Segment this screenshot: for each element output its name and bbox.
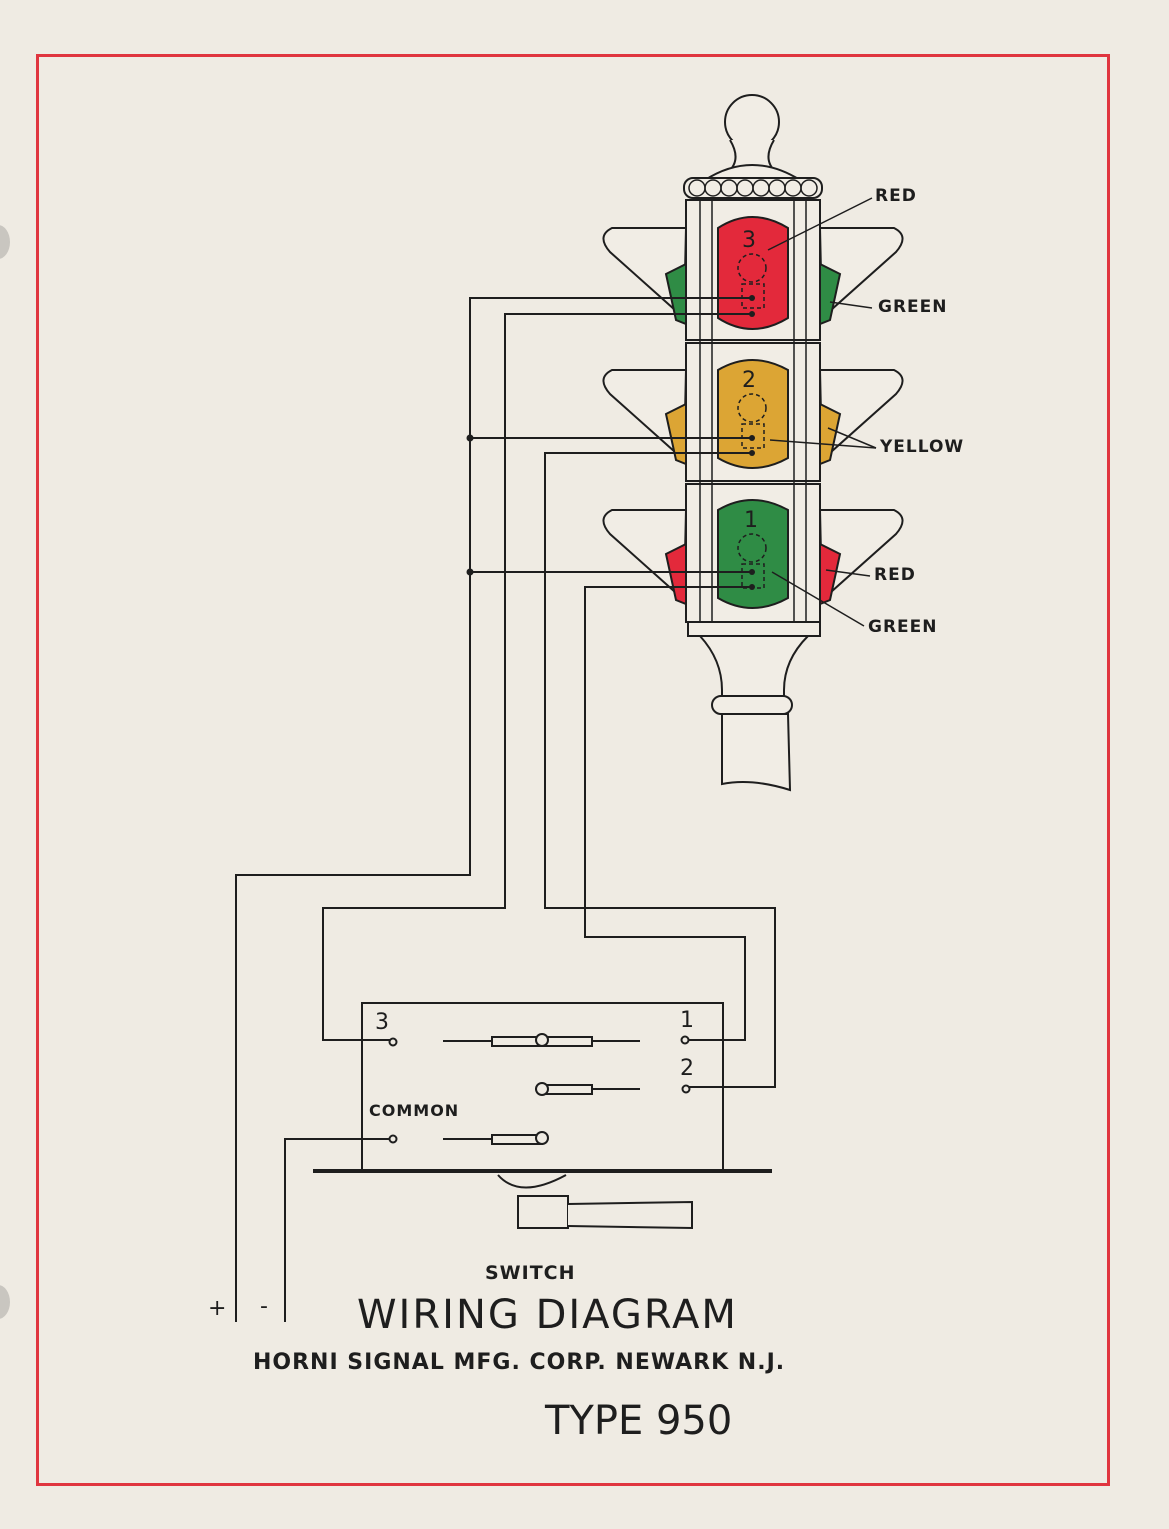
lens-2-number: 2 bbox=[742, 368, 756, 393]
terminal-3-label: 3 bbox=[375, 1010, 389, 1035]
manufacturer: HORNI SIGNAL MFG. CORP. NEWARK N.J. bbox=[253, 1350, 786, 1375]
lens-1-number: 1 bbox=[744, 508, 758, 533]
traffic-signal-head bbox=[602, 94, 904, 792]
binder-hole bbox=[0, 1285, 10, 1319]
page-border bbox=[36, 54, 1110, 1486]
terminal-common bbox=[388, 1134, 398, 1144]
callout-leaders bbox=[767, 197, 877, 627]
switch-box bbox=[313, 1002, 772, 1230]
power-minus: - bbox=[260, 1294, 268, 1319]
binder-hole bbox=[0, 225, 10, 259]
base-ring bbox=[687, 621, 821, 637]
terminal-common-label: COMMON bbox=[369, 1101, 460, 1120]
pole-collar bbox=[711, 695, 793, 715]
switch-caption: SWITCH bbox=[485, 1262, 576, 1284]
terminal-2 bbox=[681, 1084, 691, 1094]
lens-1-green bbox=[717, 499, 789, 609]
callout-top-green: GREEN bbox=[878, 297, 948, 317]
terminal-1 bbox=[680, 1035, 690, 1045]
power-plus: + bbox=[208, 1296, 227, 1321]
junction-dot bbox=[466, 568, 474, 576]
lens-3-number: 3 bbox=[742, 228, 756, 253]
terminal-2-label: 2 bbox=[680, 1056, 694, 1081]
callout-top-red: RED bbox=[875, 186, 917, 206]
callout-bottom-green: GREEN bbox=[868, 617, 938, 637]
model-type: TYPE 950 bbox=[545, 1398, 733, 1444]
document-title: WIRING DIAGRAM bbox=[357, 1292, 738, 1338]
pole-flare bbox=[697, 635, 811, 697]
pole-stub bbox=[721, 713, 792, 792]
lens-3-red bbox=[717, 216, 789, 330]
callout-bottom-red: RED bbox=[874, 565, 916, 585]
wires bbox=[235, 297, 776, 1322]
lens-2-yellow bbox=[717, 359, 789, 469]
terminal-3 bbox=[388, 1037, 398, 1047]
terminal-1-label: 1 bbox=[680, 1008, 694, 1033]
callout-yellow: YELLOW bbox=[880, 437, 965, 457]
junction-dot bbox=[466, 434, 474, 442]
